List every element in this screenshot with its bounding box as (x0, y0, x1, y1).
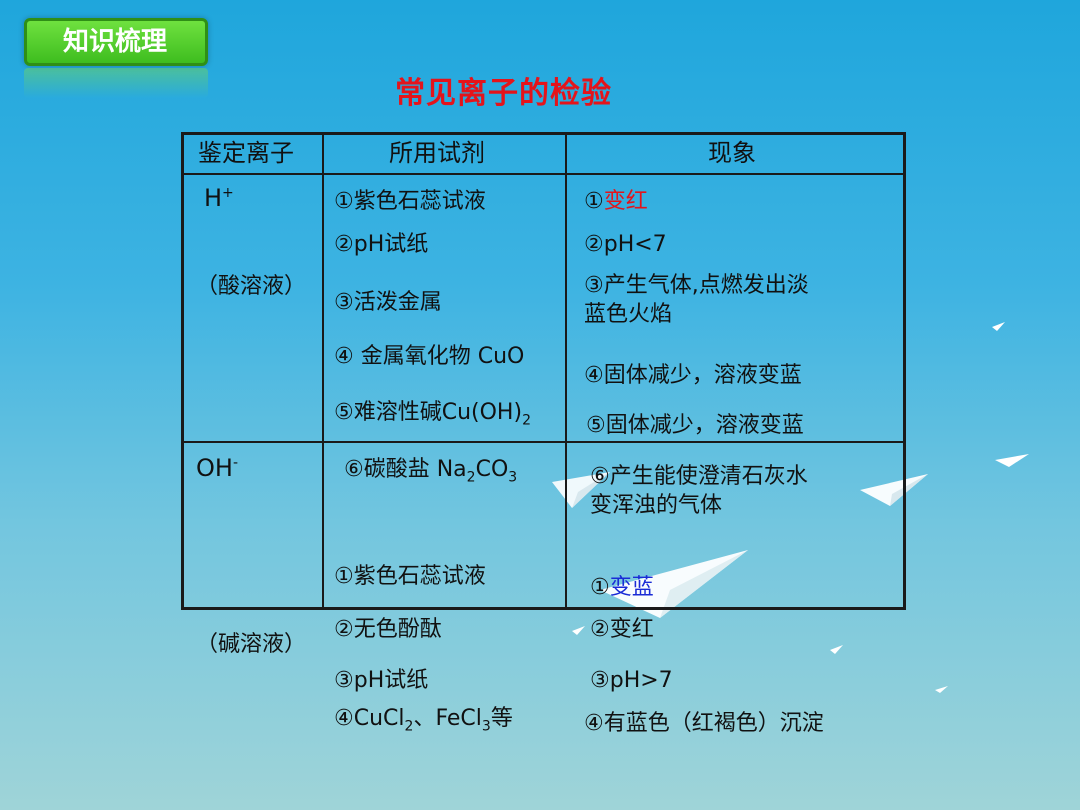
h-reagent-2: ②pH试纸 (334, 232, 429, 257)
oh-reagent-6: ⑥碳酸盐 Na2CO3 (344, 457, 518, 486)
section-tag-reflection (24, 68, 208, 98)
h-reagent-5: ⑤难溶性碱Cu(OH)2 (334, 400, 531, 429)
h-reagent-1: ①紫色石蕊试液 (334, 189, 486, 214)
paper-plane-icon (860, 474, 928, 506)
oh-phenomenon-6-line2: 变浑浊的气体 (590, 493, 723, 518)
base-phenomenon-3: ③pH>7 (590, 668, 673, 693)
h-reagent-4: ④ 金属氧化物 CuO (334, 344, 525, 369)
h-phenomenon-5: ⑤固体减少，溶液变蓝 (586, 413, 804, 438)
h-phenomenon-4: ④固体减少，溶液变蓝 (584, 363, 802, 388)
h-phenomenon-3-line1: ③产生气体,点燃发出淡 (584, 273, 809, 298)
acid-note: （酸溶液） (196, 274, 307, 299)
base-phenomenon-4: ④有蓝色（红褐色）沉淀 (584, 711, 824, 736)
oh-phenomenon-1: ①变蓝 (590, 575, 654, 600)
oh-reagent-1: ①紫色石蕊试液 (334, 564, 486, 589)
header-divider (181, 173, 906, 175)
ion-table (181, 132, 906, 610)
header-ion: 鉴定离子 (198, 139, 294, 167)
h-reagent-3: ③活泼金属 (334, 290, 442, 315)
section-tag-label: 知识梳理 (63, 27, 168, 57)
paper-plane-icon (935, 686, 948, 693)
h-phenomenon-2: ②pH<7 (584, 232, 667, 257)
ion-h-plus: H+ (204, 184, 234, 212)
ion-oh-minus: OH- (196, 454, 238, 482)
slide-title: 常见离子的检验 (395, 76, 612, 111)
header-reagent: 所用试剂 (389, 139, 485, 167)
base-note: （碱溶液） (196, 632, 307, 657)
paper-plane-icon (995, 454, 1029, 467)
h-phenomenon-3-line2: 蓝色火焰 (584, 302, 673, 327)
column-divider-2 (565, 132, 567, 610)
column-divider-1 (322, 132, 324, 610)
paper-plane-icon (600, 550, 748, 618)
paper-plane-icon (572, 626, 585, 635)
base-reagent-4: ④CuCl2、FeCl3等 (334, 706, 513, 735)
base-reagent-2: ②无色酚酞 (334, 617, 442, 642)
section-divider (181, 441, 906, 443)
header-phenomenon: 现象 (708, 139, 756, 167)
section-tag: 知识梳理 (24, 18, 208, 66)
oh-phenomenon-6-line1: ⑥产生能使澄清石灰水 (590, 464, 808, 489)
h-phenomenon-1: ①变红 (584, 189, 648, 214)
paper-plane-icon (830, 645, 843, 654)
paper-plane-icon (992, 322, 1005, 331)
base-reagent-3: ③pH试纸 (334, 668, 429, 693)
base-phenomenon-2: ②变红 (590, 617, 654, 642)
